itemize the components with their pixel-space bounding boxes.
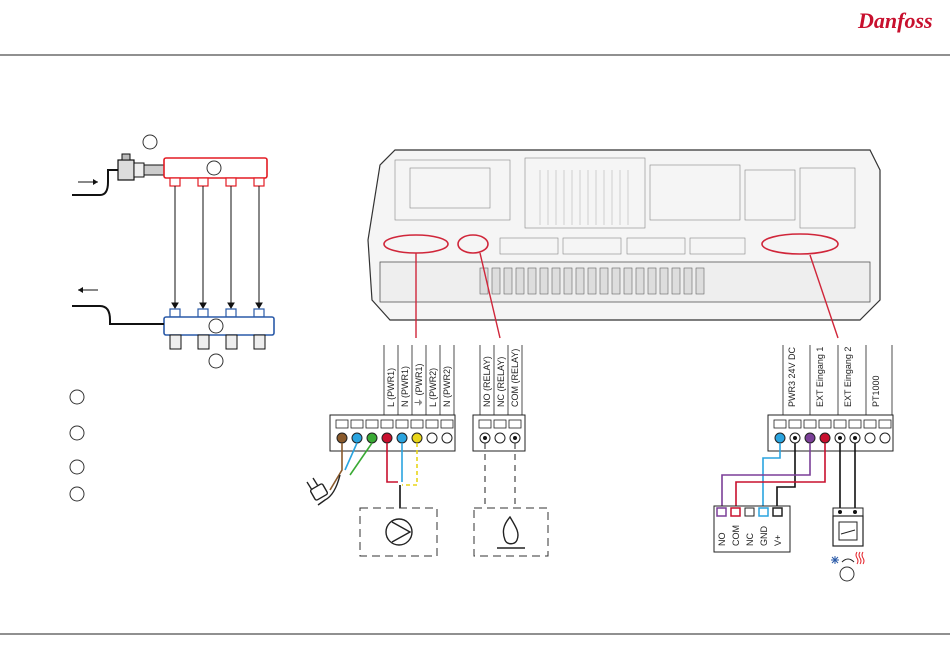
heating-icon bbox=[856, 552, 864, 564]
plug-icon bbox=[307, 475, 340, 505]
power-label-1: N (PWR1) bbox=[400, 366, 410, 407]
legend-circle-1 bbox=[70, 390, 84, 404]
power-label-0: L (PWR1) bbox=[386, 368, 396, 407]
relay-label-2: COM (RELAY) bbox=[510, 349, 520, 407]
relay-wiring bbox=[485, 443, 515, 508]
power-wiring bbox=[330, 443, 417, 508]
device-label-0: NO bbox=[717, 533, 727, 547]
return-valve-heads bbox=[170, 335, 265, 349]
brand-logo: Danfoss bbox=[857, 8, 933, 33]
power-terminal-block: L (PWR1) N (PWR1) ⏚ (PWR1) L (PWR2) N (P… bbox=[330, 345, 455, 451]
valve-icon bbox=[118, 154, 164, 180]
ext-label-0: PWR3 24V DC bbox=[787, 346, 797, 407]
flow-arrow-icon bbox=[78, 179, 98, 185]
power-label-3: L (PWR2) bbox=[428, 368, 438, 407]
legend-circle-3 bbox=[70, 460, 84, 474]
ext-label-3: PT1000 bbox=[871, 375, 881, 407]
device-label-2: NC bbox=[745, 533, 755, 546]
legend-circle-2 bbox=[70, 426, 84, 440]
boiler-box bbox=[474, 508, 548, 556]
callout-circle-4 bbox=[209, 354, 223, 368]
power-label-4: N (PWR2) bbox=[442, 366, 452, 407]
thermometer-icon bbox=[842, 559, 854, 562]
callout-circle-3 bbox=[209, 319, 223, 333]
legend-circle-4 bbox=[70, 487, 84, 501]
controller-board bbox=[368, 150, 880, 338]
return-outlets bbox=[170, 309, 264, 317]
callout-circle-2 bbox=[207, 161, 221, 175]
callout-circle-thermostat bbox=[840, 567, 854, 581]
callout-circle-1 bbox=[143, 135, 157, 149]
power-label-2: ⏚ (PWR1) bbox=[414, 363, 424, 407]
device-label-1: COM bbox=[731, 525, 741, 546]
return-pipe bbox=[72, 306, 164, 324]
external-device: NO COM NC GND V+ bbox=[714, 506, 790, 552]
device-label-3: GND bbox=[759, 526, 769, 547]
manifold-diagram bbox=[72, 135, 274, 368]
ext-label-1: EXT Eingang 1 bbox=[815, 347, 825, 407]
ext-terminal-block: PWR3 24V DC EXT Eingang 1 EXT Eingang 2 … bbox=[768, 345, 893, 451]
ext-wiring bbox=[722, 443, 855, 508]
thermostat-icon bbox=[833, 508, 863, 546]
legend bbox=[70, 390, 84, 501]
relay-label-1: NC (RELAY) bbox=[496, 357, 506, 407]
ext-label-2: EXT Eingang 2 bbox=[843, 347, 853, 407]
relay-label-0: NO (RELAY) bbox=[482, 356, 492, 407]
relay-terminal-block: NO (RELAY) NC (RELAY) COM (RELAY) bbox=[473, 345, 525, 451]
supply-outlets bbox=[170, 178, 264, 186]
return-arrow-icon bbox=[78, 287, 98, 293]
pump-box bbox=[360, 508, 437, 556]
flame-icon bbox=[497, 517, 525, 548]
device-label-4: V+ bbox=[773, 535, 783, 546]
heating-loops bbox=[172, 186, 262, 308]
pump-icon bbox=[386, 519, 412, 545]
snowflake-icon bbox=[831, 556, 839, 564]
